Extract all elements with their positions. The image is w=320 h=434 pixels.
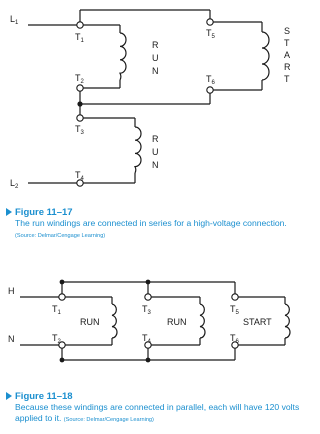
svg-text:R: R [284, 62, 291, 72]
svg-text:A: A [284, 50, 290, 60]
svg-text:U: U [152, 53, 159, 63]
caption-source: (Source: Delmar/Cengage Learning) [63, 417, 154, 423]
terminal-t3 [76, 114, 84, 122]
caption-text: The run windings are connected in series… [15, 218, 287, 239]
l1-label: L1 [10, 14, 19, 26]
t2-label: T2 [52, 333, 62, 345]
terminal-t1 [58, 293, 66, 301]
triangle-bullet-icon [6, 392, 12, 400]
junction-dot [77, 101, 83, 107]
figure-11-17-caption: Figure 11–17 The run windings are connec… [6, 207, 306, 242]
figure-title: Figure 11–18 [6, 391, 306, 402]
run-winding-2-icon [199, 303, 206, 339]
t6-label: T6 [206, 74, 216, 86]
svg-text:R: R [152, 40, 159, 50]
t1-label: T1 [75, 32, 85, 44]
triangle-bullet-icon [6, 208, 12, 216]
run-label-top: R U N [152, 40, 159, 76]
svg-text:R: R [152, 134, 159, 144]
run-winding-top-icon [119, 32, 127, 81]
start-label-vertical: S T A R T [284, 26, 291, 84]
run-winding-bottom-icon [134, 126, 142, 174]
h-label: H [8, 286, 15, 296]
t3-label: T3 [75, 124, 85, 136]
junction-dot [59, 357, 65, 363]
wiring-diagrams: L1 L2 T1 T2 T3 T4 T5 T6 R U N R U N S T … [8, 9, 291, 363]
run-label-bottom: R U N [152, 134, 159, 170]
svg-text:U: U [152, 147, 159, 157]
junction-dot [59, 279, 65, 285]
terminal-t5 [231, 293, 239, 301]
svg-text:T: T [284, 74, 290, 84]
start-winding-icon [261, 31, 270, 81]
caption-source: (Source: Delmar/Cengage Learning) [15, 233, 106, 239]
t6-label: T6 [230, 333, 240, 345]
terminal-t4 [144, 341, 152, 349]
t5-label: T5 [230, 304, 240, 316]
svg-text:S: S [284, 26, 290, 36]
figure-11-18-caption: Figure 11–18 Because these windings are … [6, 391, 306, 426]
t4-label: T4 [75, 170, 85, 182]
svg-text:T: T [284, 38, 290, 48]
terminal-t2 [58, 341, 66, 349]
t3-label: T3 [142, 304, 152, 316]
terminal-t6 [231, 341, 239, 349]
t5-label: T5 [206, 28, 216, 40]
t2-label: T2 [75, 73, 85, 85]
terminal-t1 [76, 21, 84, 29]
run-label-2: RUN [167, 317, 187, 327]
l2-label: L2 [10, 178, 19, 190]
junction-dot [145, 279, 151, 285]
svg-text:N: N [152, 66, 159, 76]
start-label: START [243, 317, 272, 327]
n-label: N [8, 334, 15, 344]
t1-label: T1 [52, 304, 62, 316]
run-label-1: RUN [80, 317, 100, 327]
terminal-t5 [206, 18, 214, 26]
caption-text: Because these windings are connected in … [15, 402, 300, 423]
run-winding-1-icon [111, 303, 118, 339]
terminal-t4 [76, 179, 84, 187]
t4-label: T4 [142, 333, 152, 345]
figure-title: Figure 11–17 [6, 207, 306, 218]
start-winding-2-icon [284, 303, 291, 339]
terminal-t2 [76, 84, 84, 92]
svg-text:N: N [152, 160, 159, 170]
junction-dot [145, 357, 151, 363]
terminal-t3 [144, 293, 152, 301]
terminal-t6 [206, 86, 214, 94]
